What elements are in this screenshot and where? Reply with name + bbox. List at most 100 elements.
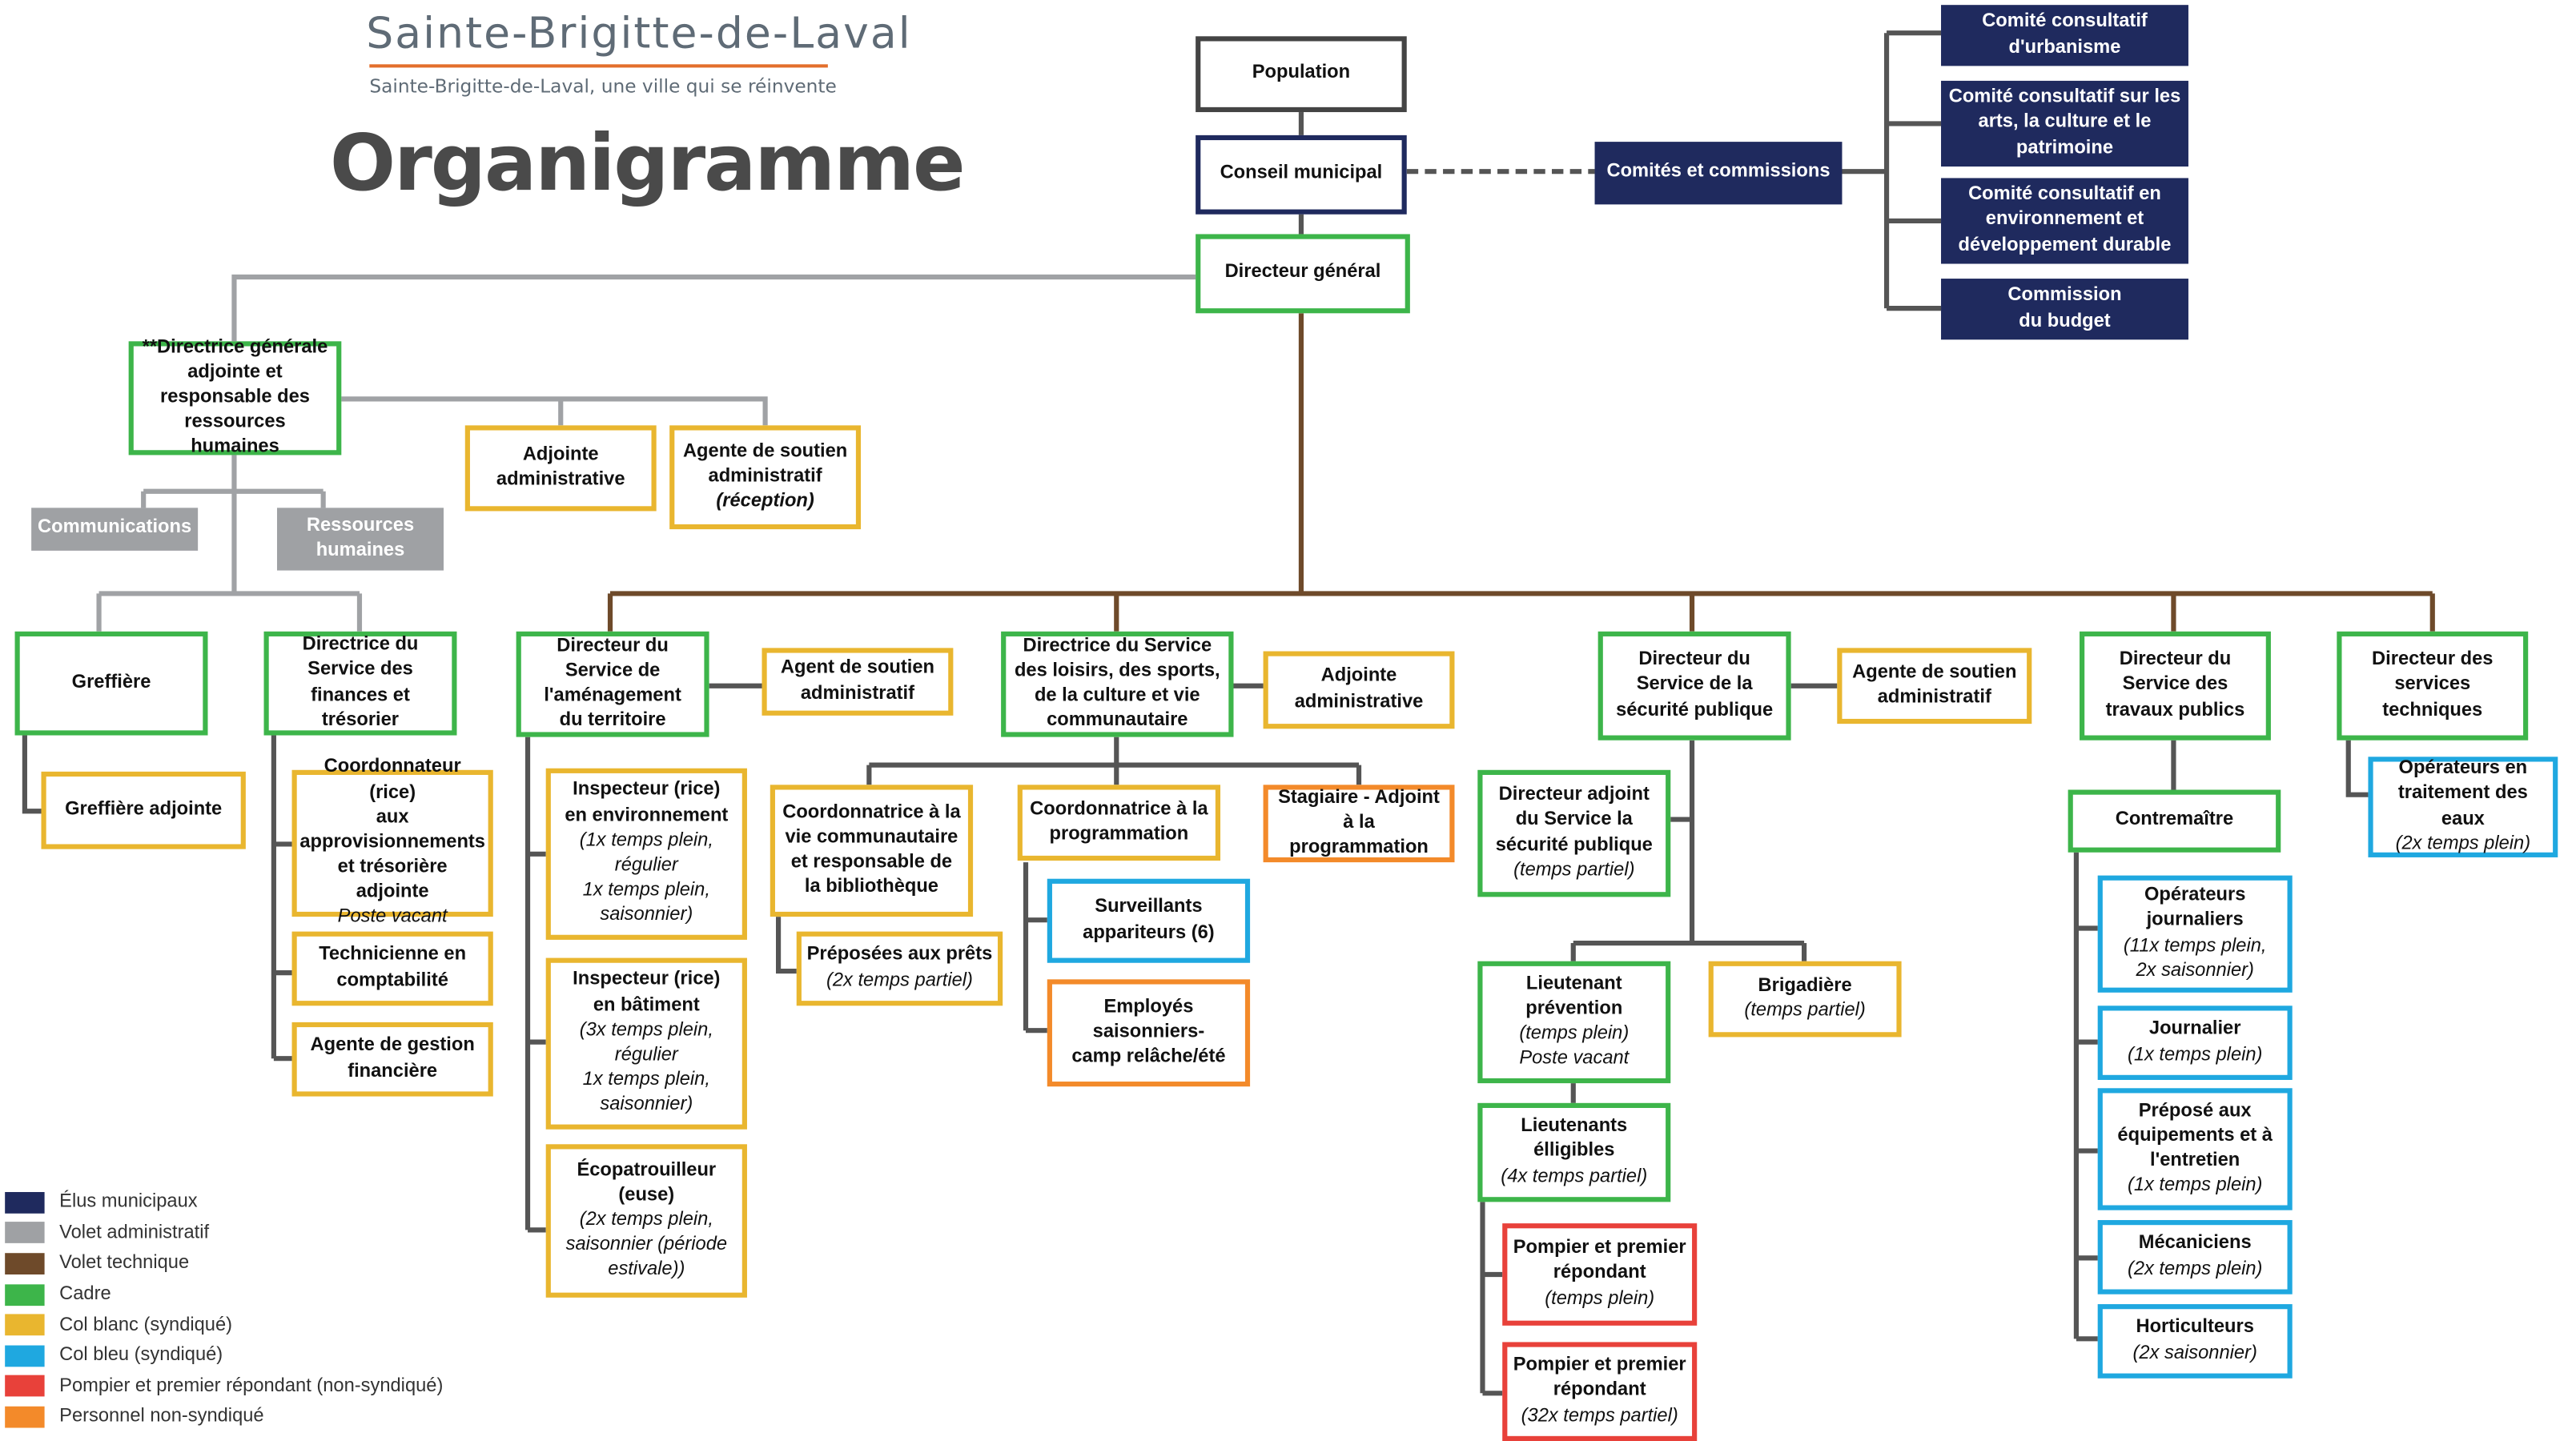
node-surveillants-appariteurs: Surveillants appariteurs (6) <box>1047 878 1251 963</box>
legend: Élus municipaux Volet administratif Vole… <box>5 1187 443 1432</box>
node-operateurs-journaliers: Opérateurs journaliers(11x temps plein, … <box>2097 875 2293 993</box>
node-contremaitre: Contremaître <box>2068 789 2281 853</box>
legend-swatch <box>5 1283 45 1306</box>
node-adjointe-loisirs: Adjointe administrative <box>1263 651 1455 729</box>
legend-label: Volet administratif <box>59 1222 210 1243</box>
page-title: Organigramme <box>329 118 966 210</box>
legend-swatch <box>5 1253 45 1274</box>
node-stagiaire-programmation: Stagiaire - Adjoint à la programmation <box>1263 785 1455 863</box>
legend-label: Élus municipaux <box>59 1192 198 1213</box>
node-label: Comité consultatif d'urbanisme <box>1982 12 2148 58</box>
node-label: Comité consultatif en environnement et d… <box>1958 185 2172 255</box>
node-label: Greffière adjointe <box>65 799 223 820</box>
node-technicienne-comptabilite: Technicienne en comptabilité <box>291 931 493 1006</box>
logo-city-name: Sainte-Brigitte-de-Laval <box>366 10 912 60</box>
node-directeur-travaux-publics: Directeur du Service des travaux publics <box>2080 631 2271 741</box>
node-population: Population <box>1196 36 1407 113</box>
node-comite-arts: Comité consultatif sur les arts, la cult… <box>1941 80 2188 167</box>
legend-swatch <box>5 1191 45 1214</box>
node-label: Directrice du Service des loisirs, des s… <box>1014 636 1220 731</box>
node-label: Préposées aux prêts <box>806 945 993 965</box>
node-coordonnatrice-programmation: Coordonnatrice à la programmation <box>1017 785 1221 861</box>
node-label: Mécaniciens <box>2138 1234 2252 1254</box>
node-note: (temps partiel) <box>1744 1001 1866 1021</box>
legend-item-non-syndique: Personnel non-syndiqué <box>5 1402 443 1432</box>
node-label: Lieutenants élligibles <box>1521 1116 1628 1162</box>
node-note: (temps plein) <box>1545 1288 1655 1309</box>
node-note: (3x temps plein, régulier 1x temps plein… <box>579 1020 713 1115</box>
node-adjointe-administrative: Adjointe administrative <box>464 425 657 512</box>
node-label: Directeur du Service de la sécurité publ… <box>1616 649 1774 720</box>
node-note: Poste vacant <box>337 907 448 928</box>
node-employes-saisonniers: Employés saisonniers- camp relâche/été <box>1047 979 1251 1087</box>
node-commission-budget: Commission du budget <box>1941 279 2188 340</box>
node-pompier-temps-plein: Pompier et premier répondant(temps plein… <box>1502 1223 1698 1326</box>
node-label: Greffière <box>71 672 151 692</box>
node-label: Écopatrouilleur (euse) <box>577 1159 717 1205</box>
legend-item-col-bleu: Col bleu (syndiqué) <box>5 1340 443 1371</box>
node-label: Adjointe administrative <box>1294 666 1424 712</box>
node-directeur-securite: Directeur du Service de la sécurité publ… <box>1597 631 1791 741</box>
node-operateurs-traitement-eaux: Opérateurs en traitement des eaux(2x tem… <box>2368 757 2558 857</box>
node-label: Stagiaire - Adjoint à la programmation <box>1278 787 1440 858</box>
node-label: Technicienne en comptabilité <box>319 945 467 990</box>
legend-item-elus: Élus municipaux <box>5 1187 443 1218</box>
node-label: Directeur adjoint du Service la sécurité… <box>1495 785 1653 855</box>
legend-swatch <box>5 1222 45 1244</box>
node-label: Lieutenant prévention <box>1525 973 1623 1019</box>
node-brigadiere: Brigadière(temps partiel) <box>1708 961 1902 1038</box>
node-directeur-adjoint-securite: Directeur adjoint du Service la sécurité… <box>1477 769 1671 897</box>
node-prepose-equipements: Préposé aux équipements et à l'entretien… <box>2097 1088 2293 1210</box>
node-label: Commission du budget <box>2007 285 2122 331</box>
node-note: (1x temps plein) <box>2127 1044 2263 1065</box>
node-lieutenant-prevention: Lieutenant prévention(temps plein) Poste… <box>1477 961 1671 1084</box>
legend-label: Volet technique <box>59 1254 190 1274</box>
node-label: Horticulteurs <box>2136 1318 2254 1338</box>
node-label: Agente de soutien administratif <box>682 441 848 487</box>
legend-label: Col blanc (syndiqué) <box>59 1315 233 1335</box>
node-label: Directrice du Service des finances et tr… <box>302 635 419 730</box>
node-note: (2x temps plein, saisonnier (période est… <box>565 1210 728 1280</box>
legend-label: Col bleu (syndiqué) <box>59 1346 223 1366</box>
node-greffiere: Greffière <box>14 631 208 736</box>
node-label: Opérateurs journaliers <box>2144 885 2246 931</box>
node-directrice-loisirs: Directrice du Service des loisirs, des s… <box>1001 631 1234 737</box>
node-label: Opérateurs en traitement des eaux <box>2397 758 2528 829</box>
node-directeur-amenagement: Directeur du Service de l'aménagement du… <box>516 631 709 737</box>
node-note: (temps plein) Poste vacant <box>1519 1023 1630 1069</box>
legend-label: Personnel non-syndiqué <box>59 1407 264 1427</box>
node-label: Employés saisonniers- camp relâche/été <box>1071 997 1226 1067</box>
node-inspecteur-environnement: Inspecteur (rice) en environnement(1x te… <box>545 768 747 940</box>
legend-swatch <box>5 1375 45 1398</box>
node-note: (11x temps plein, 2x saisonnier) <box>2123 935 2267 981</box>
node-coordonnatrice-vie-communautaire: Coordonnatrice à la vie communautaire et… <box>770 785 974 917</box>
node-note: (temps partiel) <box>1513 860 1635 881</box>
node-label: Comités et commissions <box>1606 162 1831 183</box>
node-communications: Communications <box>31 508 199 551</box>
node-agente-soutien-reception: Agente de soutien administratif(réceptio… <box>669 425 862 530</box>
node-label: **Directrice générale adjointe et respon… <box>142 337 328 458</box>
legend-label: Cadre <box>59 1284 111 1305</box>
node-note: (1x temps plein) <box>2127 1175 2263 1196</box>
node-label: Conseil municipal <box>1220 163 1383 184</box>
node-note: (4x temps partiel) <box>1501 1166 1648 1186</box>
node-ressources-humaines: Ressources humaines <box>276 508 444 571</box>
legend-swatch <box>5 1314 45 1336</box>
node-inspecteur-batiment: Inspecteur (rice) en bâtiment(3x temps p… <box>545 957 747 1130</box>
node-label: Agente de soutien administratif <box>1852 662 2017 708</box>
node-label: Population <box>1252 63 1351 83</box>
node-mecaniciens: Mécaniciens(2x temps plein) <box>2097 1220 2293 1294</box>
legend-label: Pompier et premier répondant (non-syndiq… <box>59 1376 444 1397</box>
node-agent-soutien-amenagement: Agent de soutien administratif <box>762 648 954 716</box>
node-conseil-municipal: Conseil municipal <box>1196 134 1407 215</box>
logo-slogan: Sainte-Brigitte-de-Laval, une ville qui … <box>369 75 837 98</box>
node-label: Directeur du Service des travaux publics <box>2105 649 2245 720</box>
node-label: Pompier et premier répondant <box>1513 1355 1686 1401</box>
legend-item-pompier: Pompier et premier répondant (non-syndiq… <box>5 1371 443 1402</box>
logo-underline <box>369 64 828 68</box>
node-label: Coordonnatrice à la programmation <box>1030 799 1208 845</box>
node-directrice-finances: Directrice du Service des finances et tr… <box>263 631 457 736</box>
node-dga-rh: **Directrice générale adjointe et respon… <box>128 337 342 457</box>
